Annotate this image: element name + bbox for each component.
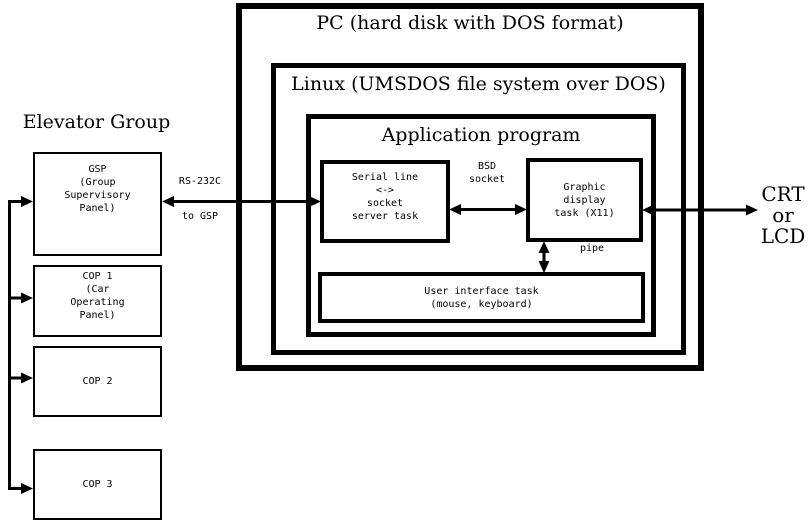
gsp-panel-label: GSP (Group Supervisory Panel): [64, 164, 131, 214]
cop1-panel-label: COP 1 (Car Operating Panel): [70, 271, 125, 321]
graphic-display-task-label: Graphic display task (X11): [554, 181, 615, 219]
cop2-panel-label: COP 2: [82, 376, 113, 387]
application-program-title: Application program: [381, 124, 581, 146]
bsd-socket-label: BSD socket: [468, 161, 506, 185]
elevator-bus-line: [8, 196, 33, 494]
pc-box-title: PC (hard disk with DOS format): [316, 12, 624, 34]
pc-box: PC (hard disk with DOS format): [236, 3, 704, 371]
pipe-label: pipe: [579, 243, 605, 254]
to-gsp-label: to GSP: [181, 211, 219, 222]
cop2-panel-box: COP 2: [33, 346, 162, 417]
graphic-display-task-box: Graphic display task (X11): [526, 158, 643, 242]
cop1-panel-box: COP 1 (Car Operating Panel): [33, 265, 162, 337]
gsp-panel-box: GSP (Group Supervisory Panel): [33, 152, 162, 256]
linux-box-title: Linux (UMSDOS file system over DOS): [291, 73, 666, 95]
serial-line-socket-server-task-box: Serial line <-> socket server task: [320, 160, 450, 243]
rs232c-label: RS-232C: [178, 176, 222, 187]
elevator-group-title: Elevator Group: [22, 111, 171, 133]
cop3-panel-box: COP 3: [33, 449, 162, 520]
user-interface-task-label: User interface task (mouse, keyboard): [424, 285, 539, 310]
cop3-panel-label: COP 3: [82, 479, 113, 490]
application-program-box: Application program: [306, 114, 656, 337]
serial-line-socket-server-task-label: Serial line <-> socket server task: [351, 172, 419, 222]
crt-lcd-label: CRT or LCD: [760, 182, 806, 248]
user-interface-task-box: User interface task (mouse, keyboard): [318, 272, 645, 323]
